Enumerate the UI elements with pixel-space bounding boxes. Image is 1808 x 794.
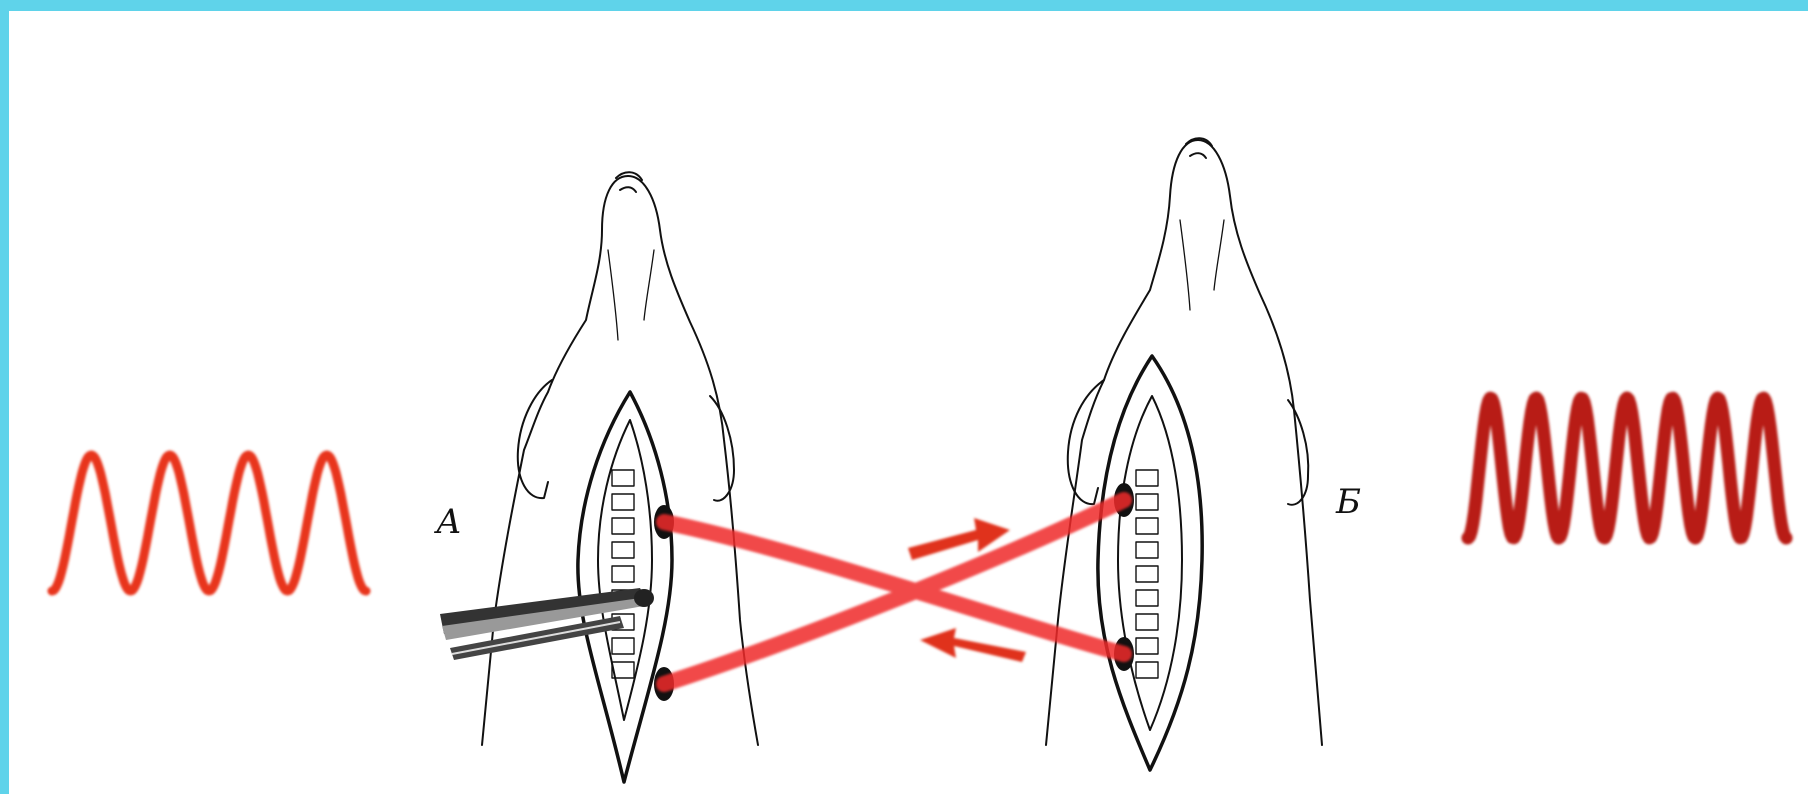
wave-right (1468, 398, 1786, 538)
wave-left (52, 455, 366, 591)
arrow-left-icon (920, 628, 1026, 662)
animal-a (482, 172, 758, 782)
forceps-icon (440, 588, 654, 660)
connection-line-1 (664, 522, 1124, 654)
label-a: А (436, 502, 462, 542)
animal-b (1046, 138, 1322, 770)
label-b: Б (1336, 482, 1361, 522)
